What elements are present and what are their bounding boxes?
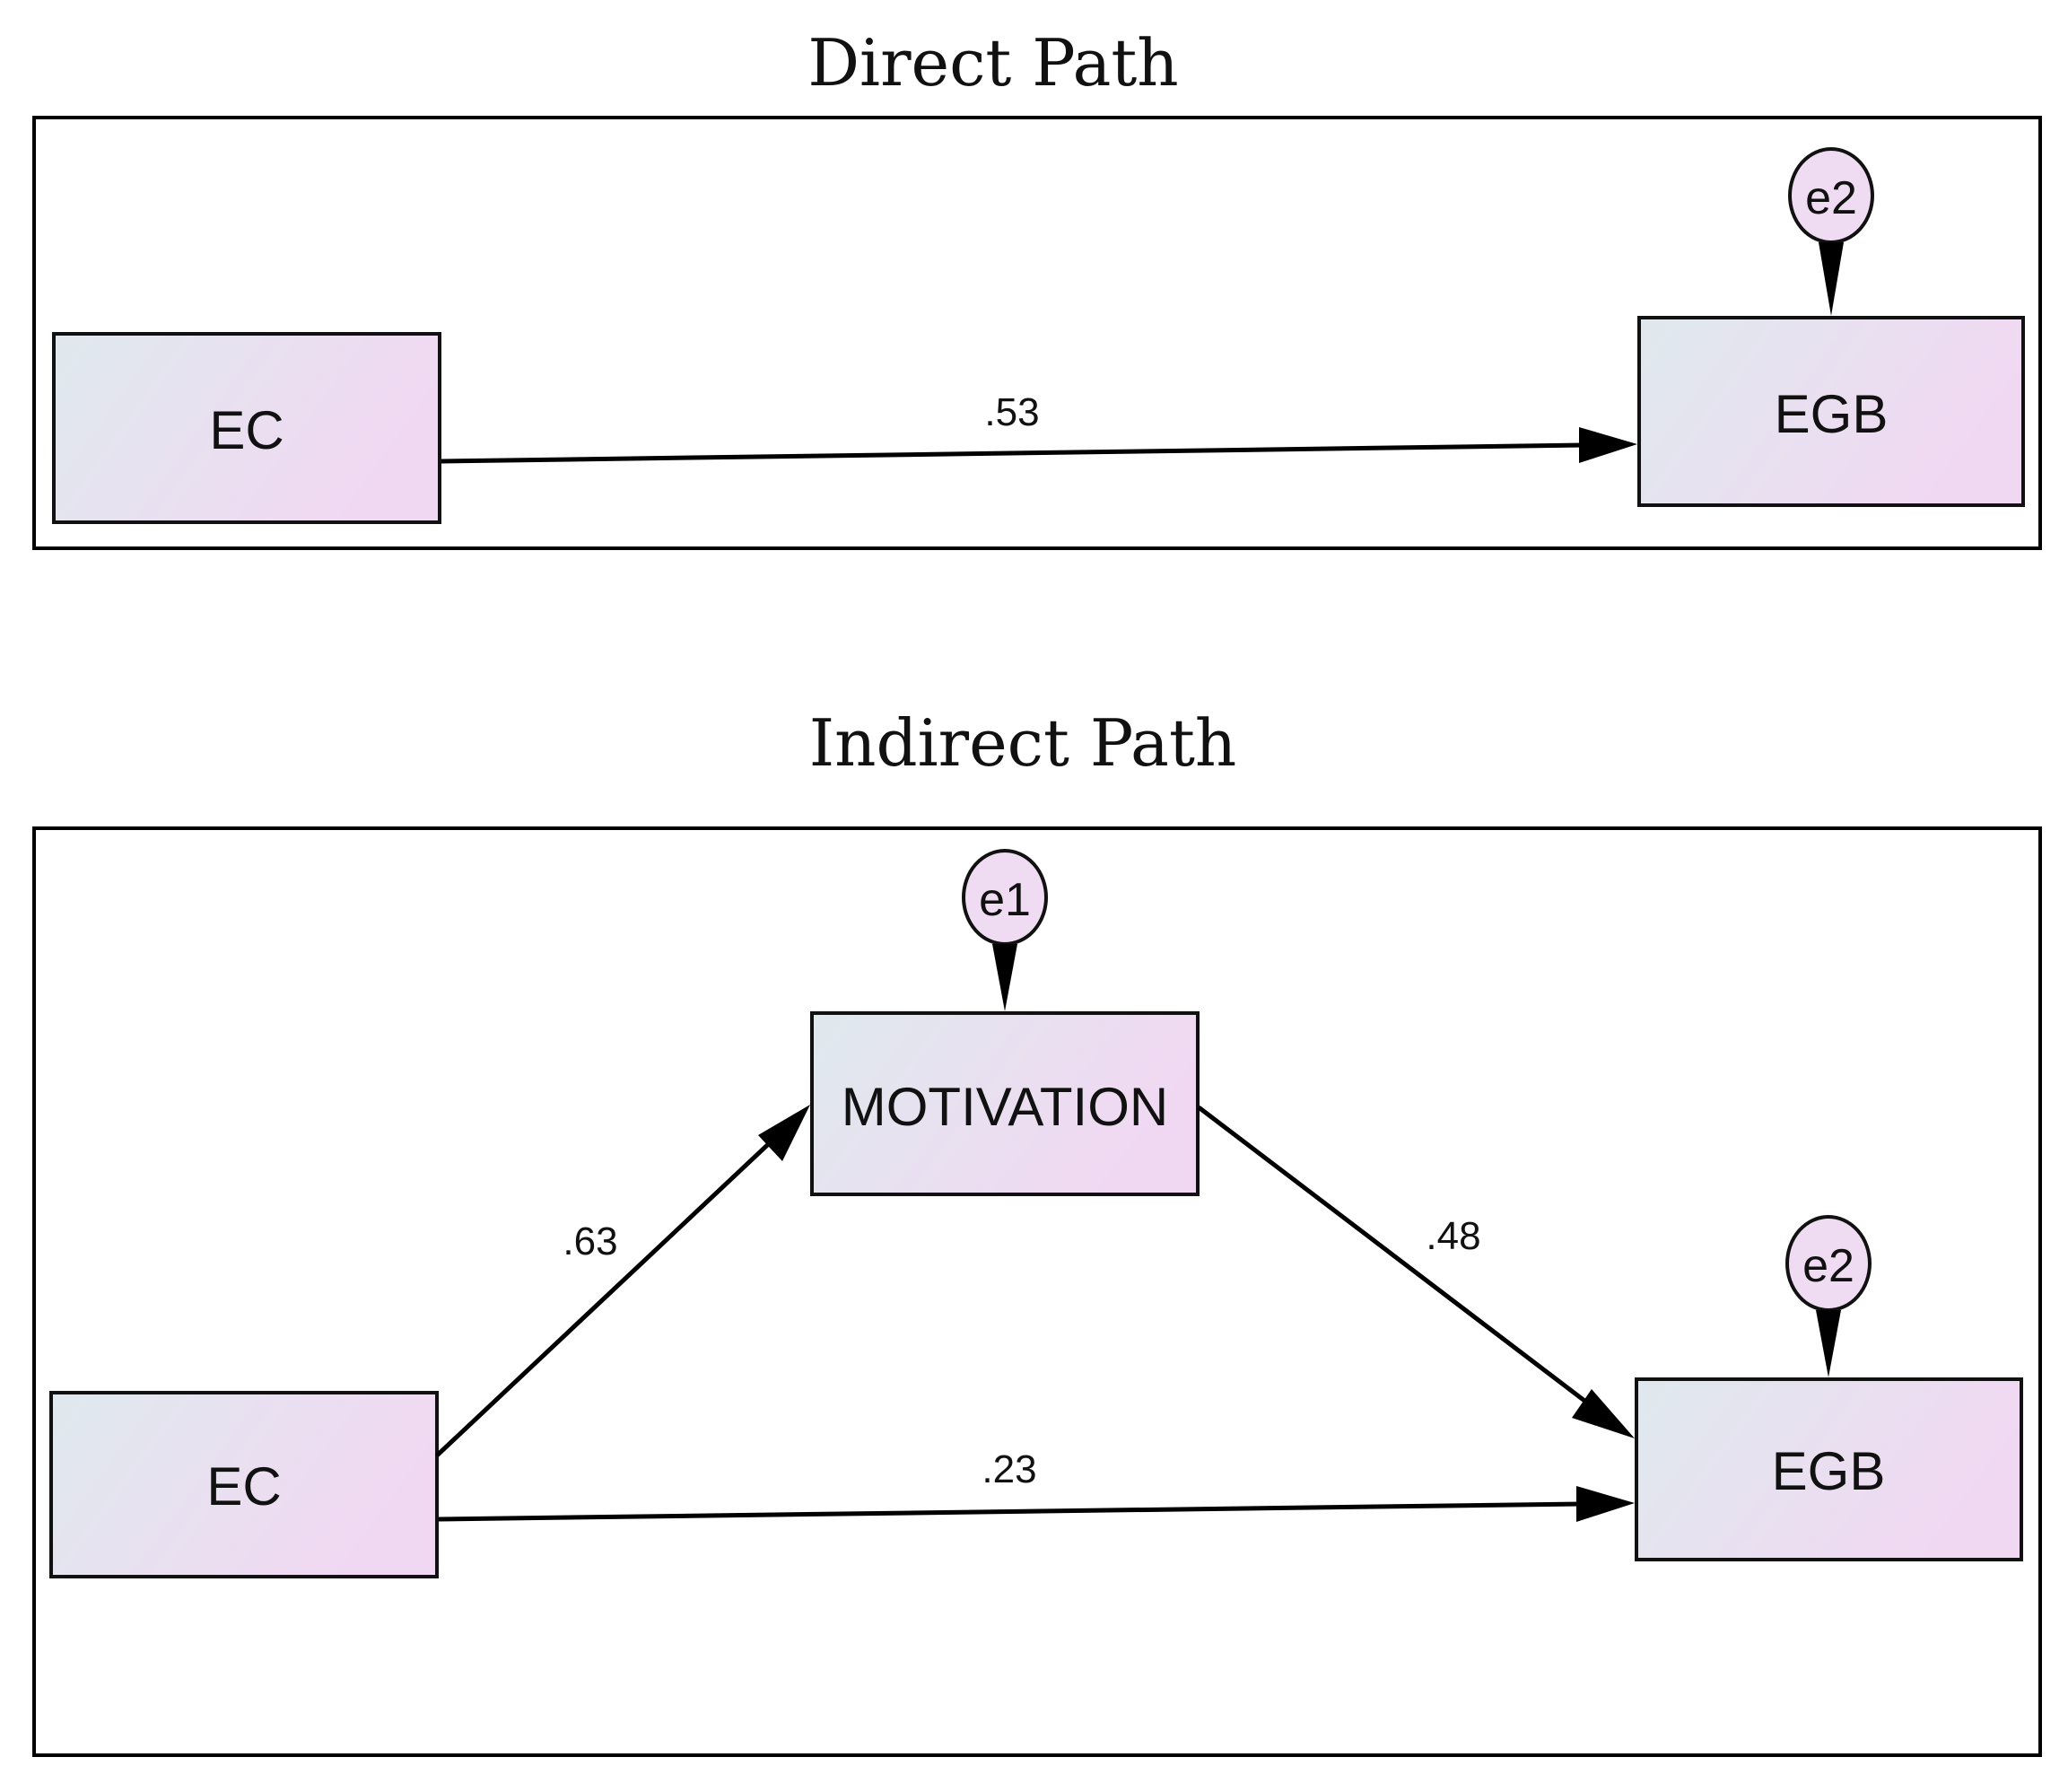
- direct-e2-pointer: [1819, 242, 1844, 316]
- direct-coef-ec-egb: .53: [984, 390, 1039, 434]
- indirect-egb-label: EGB: [1772, 1441, 1886, 1501]
- direct-e2-error: e2: [1788, 147, 1874, 316]
- indirect-path-motivation-egb: .48: [1197, 1106, 1635, 1438]
- indirect-ec-node: EC: [49, 1391, 439, 1578]
- indirect-motivation-label: MOTIVATION: [842, 1077, 1168, 1137]
- indirect-coef-motivation-egb: .48: [1426, 1214, 1480, 1258]
- indirect-motivation-node: MOTIVATION: [810, 1011, 1200, 1196]
- indirect-e1-error: e1: [962, 849, 1048, 1011]
- direct-path-panel: Direct Path EC EGB e2 .53: [32, 25, 2042, 550]
- direct-e2-label: e2: [1805, 172, 1857, 224]
- direct-egb-node: EGB: [1637, 316, 2025, 507]
- indirect-panel-title: Indirect Path: [809, 705, 1237, 781]
- indirect-e2-pointer: [1816, 1310, 1841, 1377]
- direct-ec-node: EC: [52, 332, 441, 524]
- indirect-path-ec-motivation: .63: [435, 1105, 810, 1457]
- indirect-e2-error: e2: [1785, 1215, 1872, 1377]
- indirect-e2-label: e2: [1802, 1240, 1854, 1292]
- direct-ec-label: EC: [209, 400, 284, 460]
- indirect-coef-ec-motivation: .63: [563, 1219, 617, 1263]
- indirect-e1-label: e1: [979, 874, 1031, 926]
- indirect-path-ec-egb: .23: [438, 1447, 1635, 1522]
- indirect-ec-label: EC: [206, 1456, 281, 1517]
- direct-path-ec-egb: .53: [441, 390, 1637, 464]
- indirect-coef-ec-egb: .23: [982, 1447, 1036, 1491]
- direct-egb-label: EGB: [1775, 384, 1889, 444]
- indirect-egb-node: EGB: [1635, 1377, 2023, 1561]
- indirect-path-panel: Indirect Path EC MOTIVATION EGB e1 e2: [32, 705, 2042, 1757]
- direct-panel-frame: [32, 116, 2042, 550]
- indirect-panel-frame: [32, 826, 2042, 1757]
- direct-panel-title: Direct Path: [807, 25, 1178, 101]
- indirect-e1-pointer: [992, 944, 1017, 1011]
